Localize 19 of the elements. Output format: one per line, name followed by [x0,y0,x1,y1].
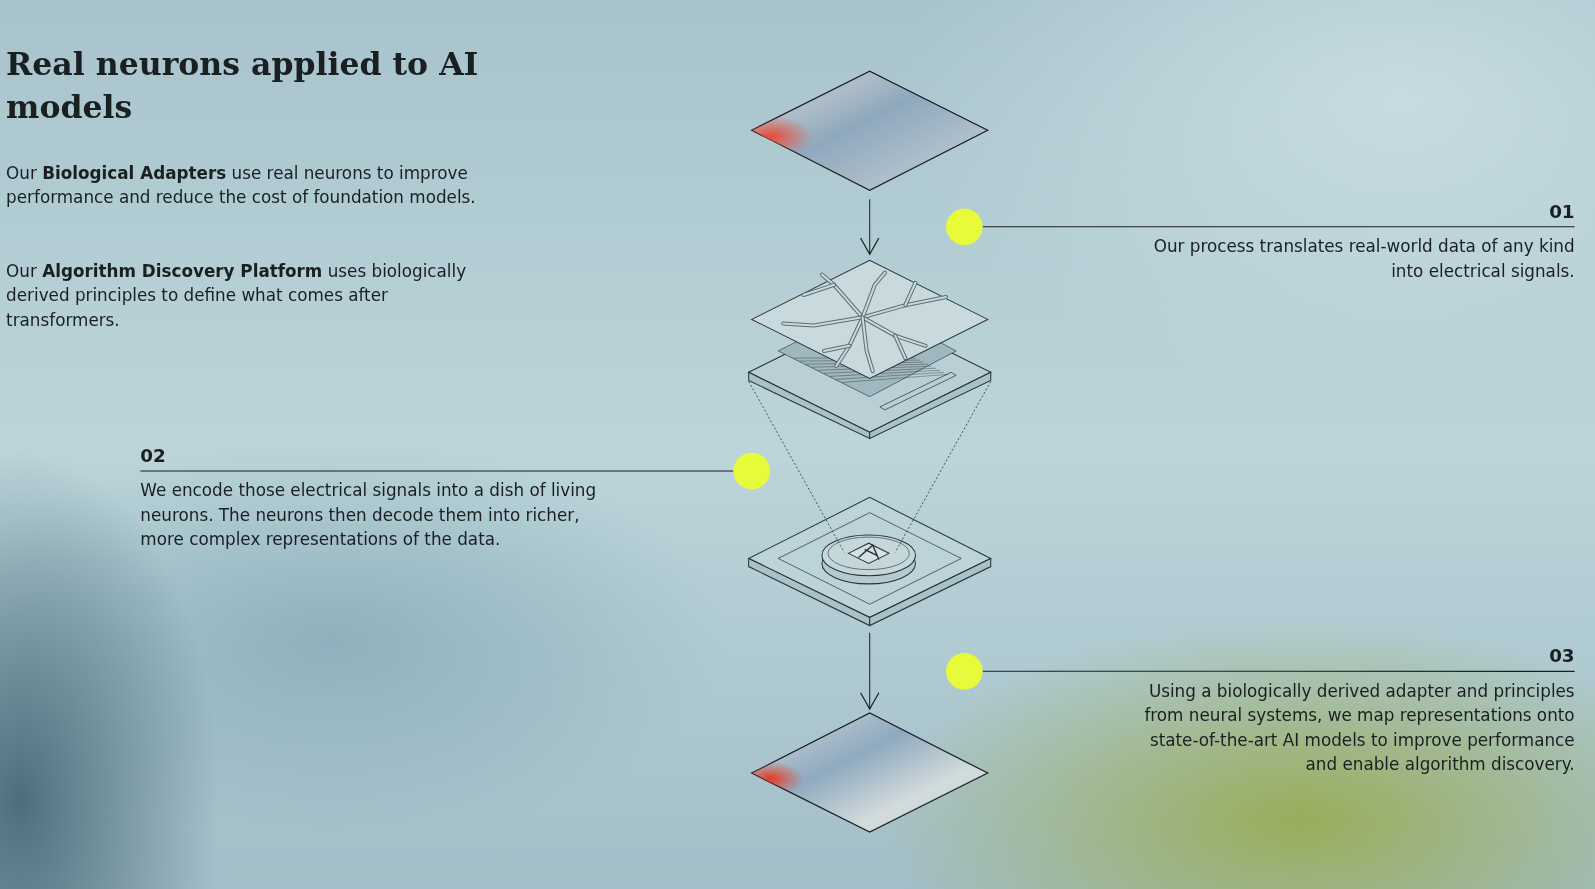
arrow [859,198,880,255]
arrow [859,632,880,710]
leader-line [982,670,1576,672]
step-description: Using a biologically derived adapter and principles from neural systems, we map representations onto state-of-the-art AI models to improve performance and enable algorithm discovery. [1143,680,1575,777]
leader-line [982,226,1576,228]
step-description: Our process translates real-world data of any kind into electrical signals. [1152,236,1575,283]
step-number: 02 [140,443,167,468]
projection-line [748,381,845,553]
leader-line [139,470,734,472]
step-description: We encode those electrical signals into a dish of living neurons. The neurons then decode them into richer, more complex representations of the data. [140,480,598,552]
heading: Real neurons applied to AI models [6,44,480,128]
projection-line [894,381,992,553]
callout-dot [946,653,983,690]
callout-dot [946,208,983,246]
step-number: 01 [1548,199,1575,224]
step-number: 03 [1548,643,1575,669]
callout-dot [733,452,770,490]
intro-paragraph: Our Algorithm Discovery Platform uses biologically derived principles to define what comes after transformers. [6,260,468,332]
intro-paragraph: Our Biological Adapters use real neurons to improve performance and reduce the cost of foundation models. [6,162,477,210]
